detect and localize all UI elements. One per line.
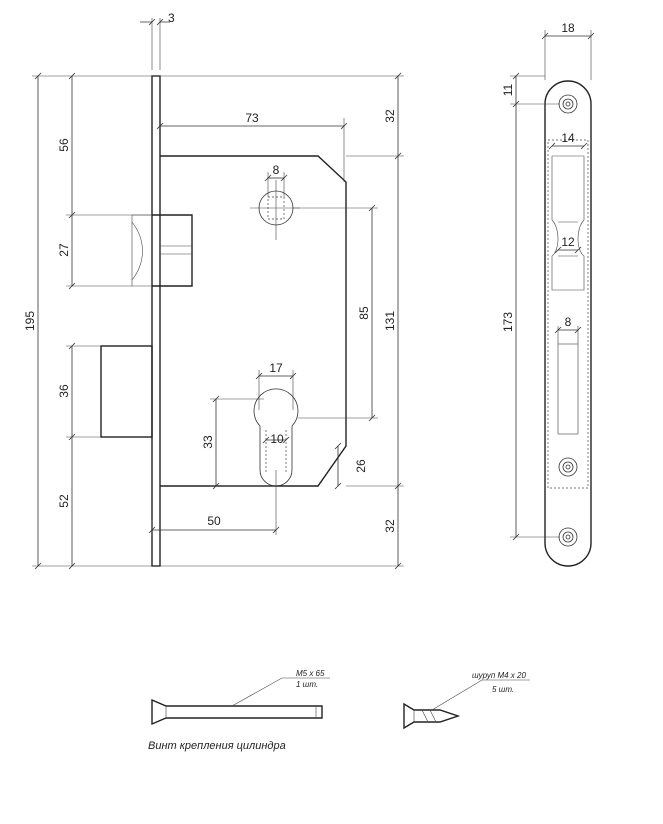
dim-strike-top-hole: 11 [501, 83, 515, 96]
cylinder-screw-qty: 1 шт. [296, 680, 318, 689]
dim-bolt-window-width: 8 [565, 315, 572, 329]
faceplate [151, 75, 161, 567]
strike-recess [547, 139, 589, 489]
lock-case-outline [160, 155, 347, 487]
dim-strike-hole-spacing: 173 [501, 312, 515, 332]
dim-cylinder-bottom: 26 [354, 459, 368, 473]
strike-plate-view [544, 80, 592, 567]
dim-cylinder-width: 17 [269, 361, 283, 375]
dim-deadbolt-height: 36 [57, 384, 71, 398]
cylinder-screw-caption: Винт крепления цилиндра [148, 740, 286, 752]
strike-dimension-lines [510, 30, 595, 541]
dim-backset: 50 [207, 514, 221, 528]
dim-top-margin: 32 [383, 109, 397, 123]
wood-screw: шуруп М4 х 20 5 шт. [403, 671, 530, 730]
body-dimension-values: 3 195 56 27 36 52 73 32 131 8 85 17 33 1… [23, 11, 397, 533]
wood-screw-spec: шуруп М4 х 20 [472, 671, 526, 680]
dim-overall-height: 195 [23, 311, 37, 331]
latch-bolt [152, 214, 193, 287]
dim-bottom-to-deadbolt: 52 [57, 494, 71, 508]
dim-body-height: 131 [383, 311, 397, 331]
dim-backset-top: 73 [245, 111, 259, 125]
dim-top-to-latch: 56 [57, 138, 71, 152]
lock-body-view [100, 75, 347, 567]
mounting-hole-middle [558, 457, 578, 477]
dim-latch-window-narrow: 12 [561, 235, 575, 249]
cylinder-screw-spec: M5 x 65 [296, 669, 325, 678]
dim-spindle-square: 8 [273, 163, 280, 177]
mounting-hole-bottom [558, 527, 578, 547]
cylinder-screw: M5 x 65 1 шт. Винт крепления цилиндра [148, 669, 330, 752]
strike-plate-outline [544, 80, 592, 567]
dim-strike-width: 18 [561, 21, 575, 35]
deadbolt-window [557, 343, 579, 435]
cylinder-keyhole [253, 388, 299, 487]
strike-dimension-values: 18 11 14 12 173 8 [501, 21, 575, 332]
dim-bottom-margin: 32 [383, 519, 397, 533]
dim-faceplate-thickness: 3 [168, 11, 175, 25]
dim-cylinder-pin: 10 [270, 432, 284, 446]
mounting-hole-top [558, 94, 578, 114]
dim-latch-window-width: 14 [561, 131, 575, 145]
dim-cylinder-height: 33 [201, 435, 215, 449]
dim-center-distance: 85 [357, 306, 371, 320]
latch-window [551, 155, 585, 291]
wood-screw-qty: 5 шт. [492, 685, 514, 694]
dim-latch-height: 27 [57, 243, 71, 257]
body-dimension-lines [32, 18, 404, 570]
deadbolt [100, 345, 153, 438]
